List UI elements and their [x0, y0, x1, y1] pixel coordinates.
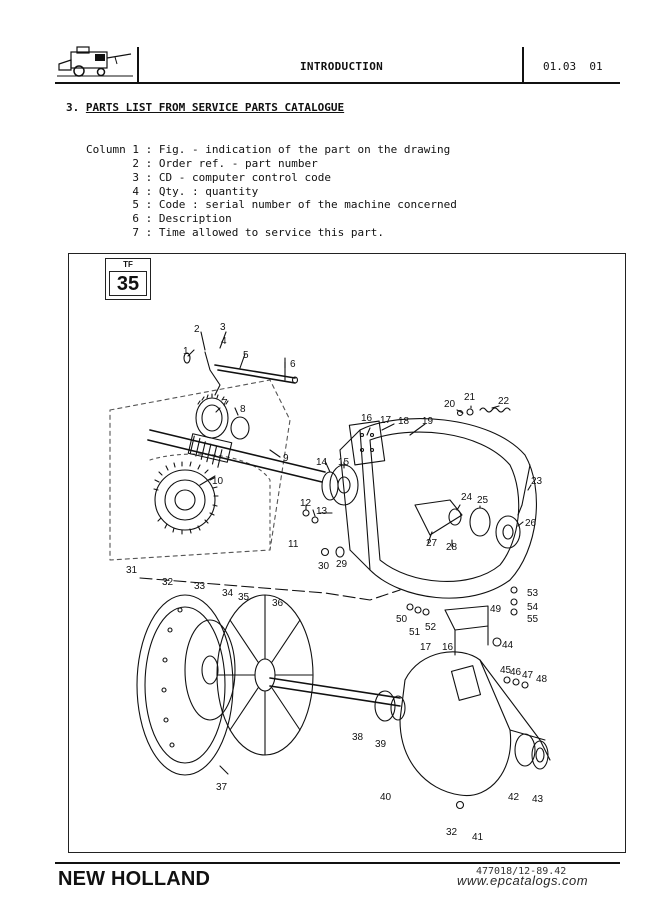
header-page-ref: 01.03 01: [543, 60, 603, 73]
svg-text:32: 32: [446, 827, 458, 838]
svg-text:40: 40: [380, 792, 392, 803]
figure-tag-label: TF: [123, 260, 133, 269]
svg-text:52: 52: [425, 622, 437, 633]
svg-text:18: 18: [398, 416, 410, 427]
svg-text:16: 16: [442, 642, 454, 653]
svg-text:13: 13: [316, 506, 328, 517]
header-divider-right: [522, 47, 524, 82]
svg-text:10: 10: [212, 476, 224, 487]
svg-text:2: 2: [194, 324, 200, 335]
column-line: 4 : Qty. : quantity: [86, 185, 259, 198]
svg-text:31: 31: [126, 565, 138, 576]
column-line: 3 : CD - computer control code: [86, 171, 332, 184]
svg-text:1: 1: [183, 346, 189, 357]
svg-text:22: 22: [498, 396, 510, 407]
svg-text:36: 36: [272, 598, 284, 609]
figure-tag-box: TF 35: [105, 258, 151, 300]
section-number: 3.: [66, 101, 80, 114]
header-title: INTRODUCTION: [300, 60, 384, 73]
svg-text:14: 14: [316, 457, 328, 468]
column-line: 6 : Description: [86, 212, 232, 225]
svg-text:11: 11: [288, 539, 299, 550]
svg-text:55: 55: [527, 614, 539, 625]
svg-text:7: 7: [222, 398, 228, 409]
svg-text:49: 49: [490, 604, 502, 615]
section-heading: 3. PARTS LIST FROM SERVICE PARTS CATALOG…: [66, 101, 344, 114]
svg-text:30: 30: [318, 561, 330, 572]
combine-harvester-logo: [57, 46, 133, 77]
svg-text:19: 19: [422, 416, 434, 427]
svg-text:27: 27: [426, 538, 438, 549]
svg-text:46: 46: [510, 667, 522, 678]
svg-text:48: 48: [536, 674, 548, 685]
svg-text:23: 23: [531, 476, 543, 487]
svg-text:54: 54: [527, 602, 539, 613]
svg-text:26: 26: [525, 518, 537, 529]
svg-text:29: 29: [336, 559, 348, 570]
svg-text:42: 42: [508, 792, 520, 803]
svg-text:21: 21: [464, 392, 476, 403]
svg-text:25: 25: [477, 495, 489, 506]
svg-text:24: 24: [461, 492, 473, 503]
svg-text:5: 5: [243, 350, 249, 361]
svg-text:33: 33: [194, 581, 206, 592]
svg-text:16: 16: [361, 413, 373, 424]
svg-text:53: 53: [527, 588, 539, 599]
svg-text:43: 43: [532, 794, 544, 805]
column-line: 5 : Code : serial number of the machine …: [86, 198, 457, 211]
svg-text:41: 41: [472, 832, 484, 843]
svg-text:34: 34: [222, 588, 234, 599]
document-code: 477018/12-89.42: [476, 866, 567, 877]
svg-text:50: 50: [396, 614, 408, 625]
brand-name: NEW HOLLAND: [58, 868, 211, 890]
svg-text:12: 12: [300, 498, 312, 509]
svg-text:20: 20: [444, 399, 456, 410]
svg-text:35: 35: [238, 592, 250, 603]
figure-frame: [68, 253, 626, 853]
column-line: 2 : Order ref. - part number: [86, 157, 318, 170]
svg-text:8: 8: [240, 404, 246, 415]
svg-text:9: 9: [283, 453, 289, 464]
svg-text:15: 15: [338, 457, 350, 468]
svg-text:44: 44: [502, 640, 514, 651]
section-title: PARTS LIST FROM SERVICE PARTS CATALOGUE: [85, 101, 345, 114]
svg-text:51: 51: [409, 627, 421, 638]
svg-text:37: 37: [216, 782, 228, 793]
svg-text:6: 6: [290, 359, 296, 370]
footer-rule: [55, 862, 620, 864]
svg-text:28: 28: [446, 542, 458, 553]
svg-text:38: 38: [352, 732, 364, 743]
svg-text:45: 45: [500, 665, 512, 676]
svg-text:47: 47: [522, 670, 534, 681]
svg-text:32: 32: [162, 577, 174, 588]
column-line: 7 : Time allowed to service this part.: [86, 226, 385, 239]
figure-number: 35: [116, 273, 140, 295]
svg-text:17: 17: [420, 642, 432, 653]
svg-text:39: 39: [375, 739, 387, 750]
header-divider-left: [137, 47, 139, 82]
figure-number-box: 35: [109, 271, 147, 296]
watermark: www.epcatalogs.com: [457, 873, 589, 888]
svg-text:4: 4: [221, 336, 227, 347]
svg-text:17: 17: [380, 415, 392, 426]
column-line: Column 1 : Fig. - indication of the part…: [86, 143, 451, 156]
header-rule: [55, 82, 620, 84]
svg-text:3: 3: [220, 322, 226, 333]
